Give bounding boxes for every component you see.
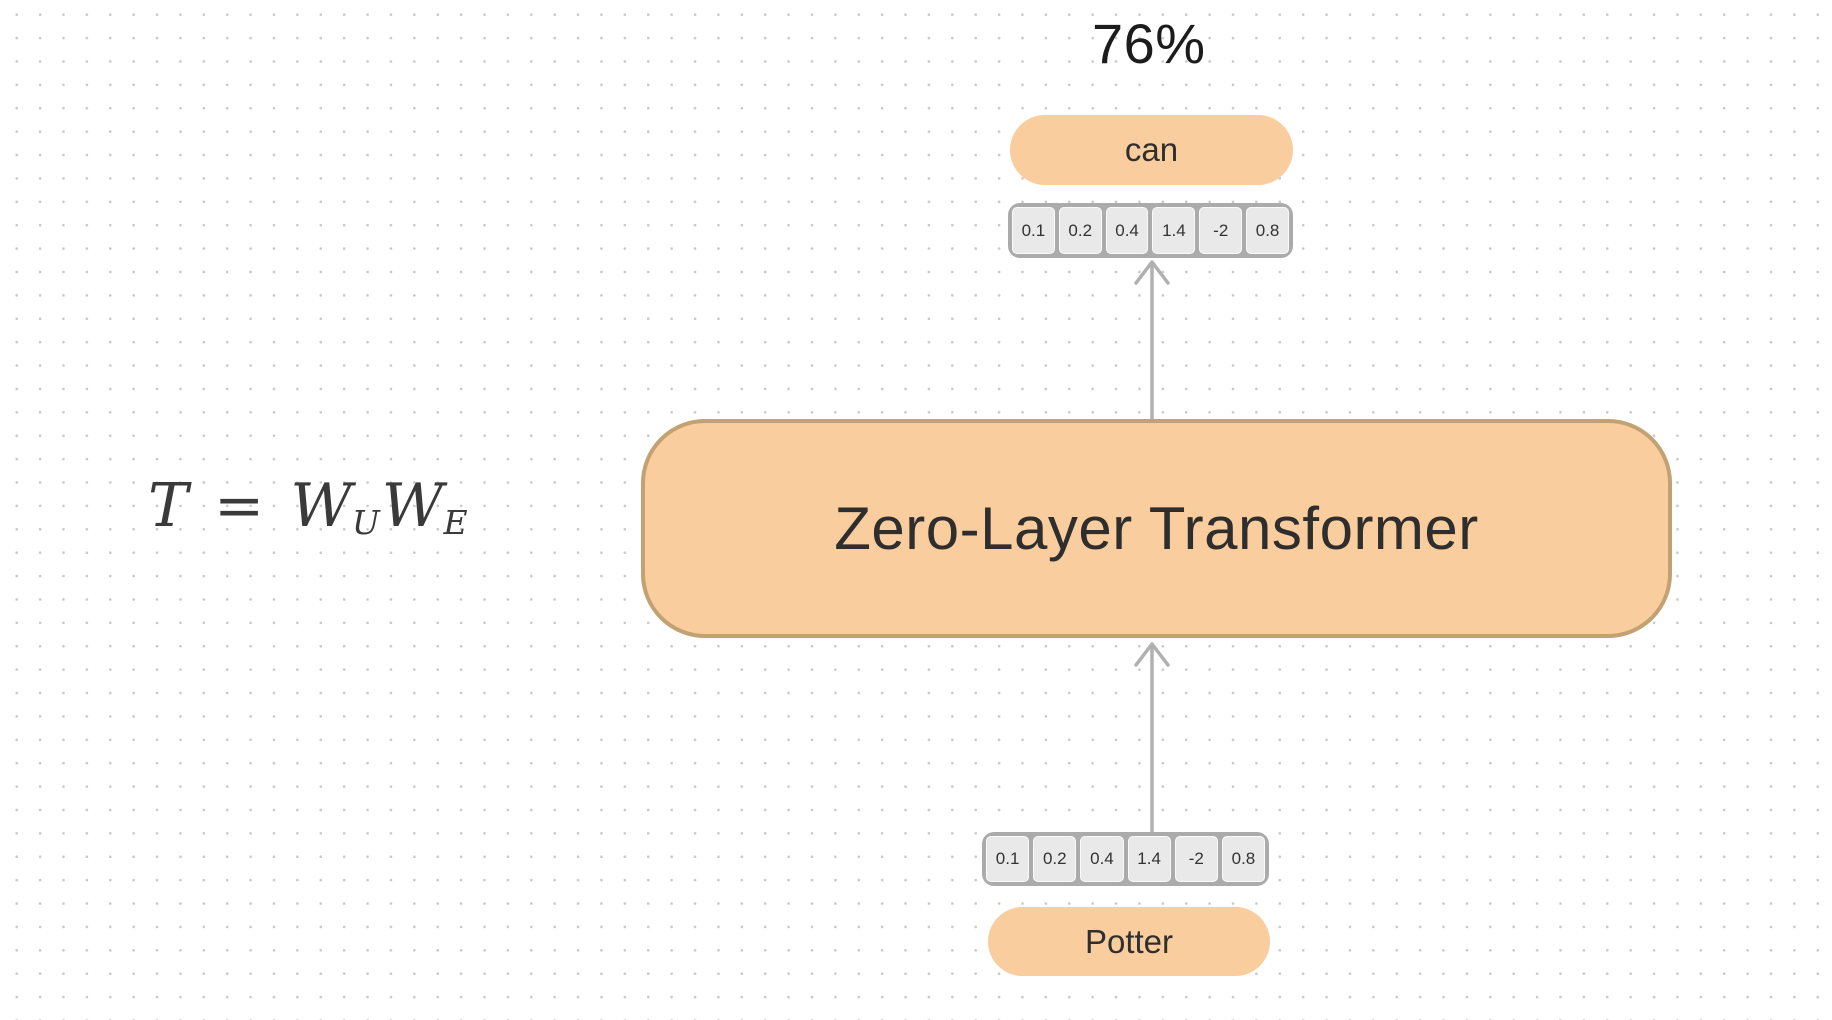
- equation-lhs: T: [148, 471, 189, 541]
- probability-label: 76%: [1092, 12, 1206, 75]
- embedding-matrix: W: [381, 471, 444, 541]
- arrow-up-icon[interactable]: [1130, 638, 1174, 836]
- vector-cell: 1.4: [1152, 207, 1196, 254]
- transformer-box[interactable]: Zero-Layer Transformer: [641, 419, 1672, 638]
- unembedding-matrix: W: [290, 471, 352, 541]
- transformer-label: Zero-Layer Transformer: [834, 495, 1479, 562]
- predicted-token-pill[interactable]: can: [1010, 115, 1293, 185]
- input-vector[interactable]: 0.1 0.2 0.4 1.4 -2 0.8: [982, 832, 1269, 886]
- input-token-label: Potter: [1084, 922, 1174, 960]
- equation: T=WUWE: [148, 470, 470, 542]
- vector-cell: 0.2: [1033, 836, 1077, 882]
- vector-cell: 0.8: [1246, 207, 1289, 254]
- vector-cell: -2: [1174, 836, 1218, 882]
- vector-cell: 1.4: [1127, 836, 1171, 882]
- embedding-subscript: E: [443, 503, 468, 543]
- vector-cell: 0.1: [986, 836, 1030, 882]
- arrow-up-icon[interactable]: [1130, 256, 1174, 422]
- vector-cell: 0.8: [1221, 836, 1266, 882]
- equals-sign: =: [214, 471, 265, 541]
- input-token-pill[interactable]: Potter: [988, 907, 1270, 976]
- output-vector[interactable]: 0.1 0.2 0.4 1.4 -2 0.8: [1008, 203, 1293, 258]
- unembedding-subscript: U: [351, 503, 380, 543]
- vector-cell: 0.1: [1012, 207, 1055, 254]
- vector-cell: 0.4: [1080, 836, 1124, 882]
- vector-cell: 0.2: [1058, 207, 1102, 254]
- predicted-token-label: can: [1124, 131, 1179, 168]
- vector-cell: -2: [1199, 207, 1243, 254]
- vector-cell: 0.4: [1105, 207, 1149, 254]
